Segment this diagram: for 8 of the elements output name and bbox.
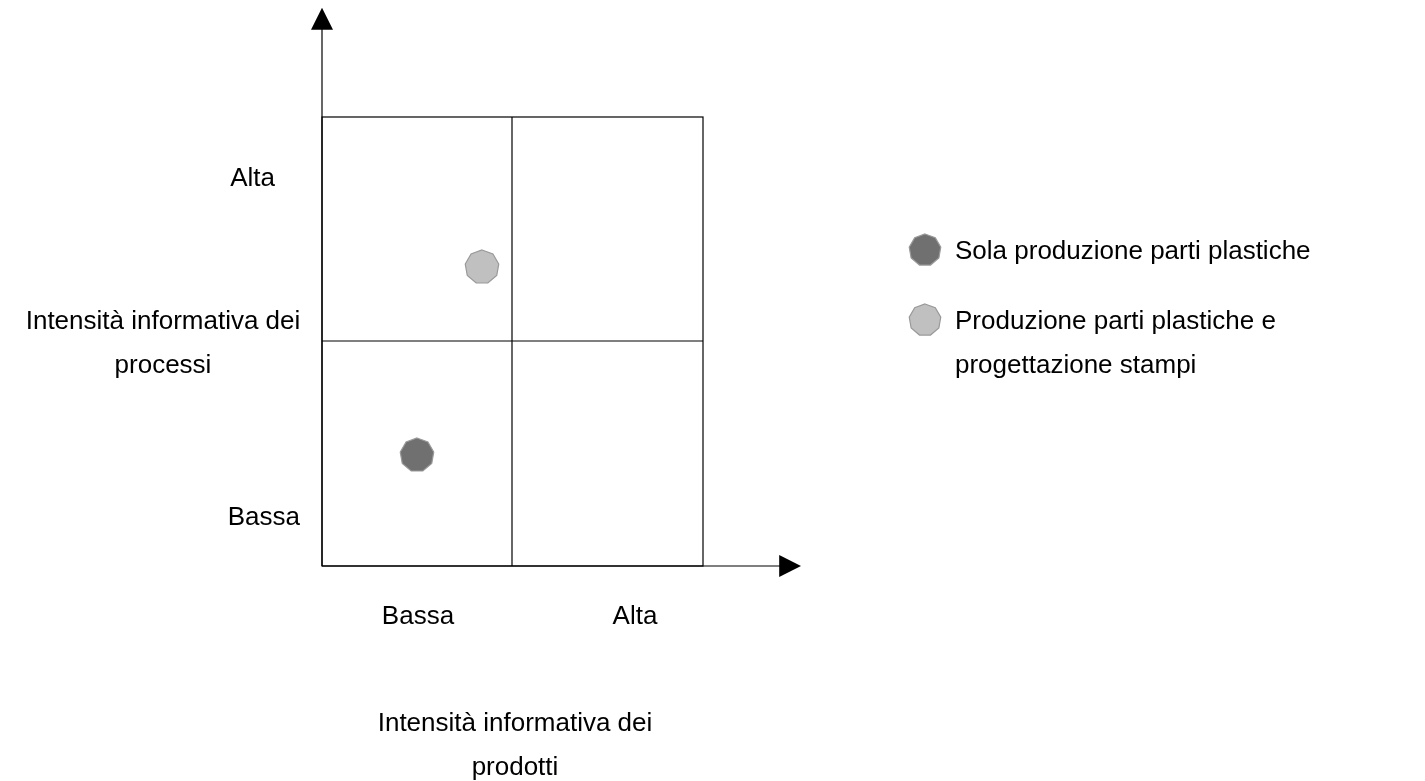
axis-level-label: Bassa	[226, 500, 300, 533]
legend-label: Produzione parti plastiche e progettazione stampi	[955, 304, 1277, 381]
axis-title: Intensità informativa dei processi	[24, 304, 302, 381]
axis-level-label: Alta	[229, 161, 275, 194]
legend-label: Sola produzione parti plastiche	[955, 234, 1312, 267]
axis-level-label: Alta	[611, 599, 659, 632]
axis-title: Intensità informativa dei prodotti	[376, 706, 654, 781]
axis-level-label: Bassa	[380, 599, 456, 632]
